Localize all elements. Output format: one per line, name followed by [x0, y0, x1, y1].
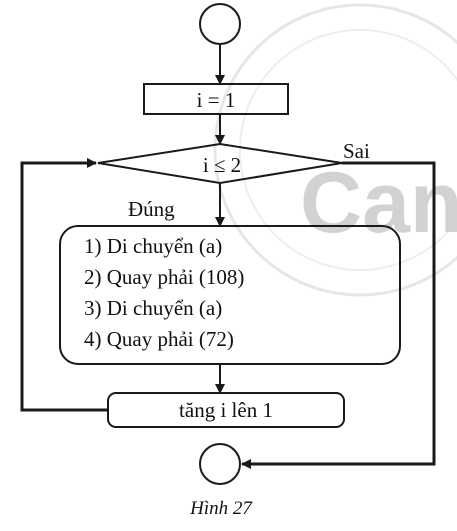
end-terminal	[199, 443, 241, 485]
no-label: Sai	[343, 139, 370, 163]
watermark-text: Canh	[300, 155, 457, 251]
init-box	[143, 83, 289, 115]
watermark-ring	[213, 3, 457, 297]
condition-label: i ≤ 2	[203, 153, 241, 177]
steps-box	[59, 225, 401, 365]
arrow-no-branch	[241, 161, 436, 469]
start-terminal	[199, 3, 241, 45]
step-3: 3) Di chuyển (a)	[84, 296, 222, 320]
step-4: 4) Quay phải (72)	[84, 327, 234, 351]
watermark: Canh	[213, 3, 457, 297]
increment-label: tăng i lên 1	[179, 398, 273, 422]
step-1: 1) Di chuyển (a)	[84, 234, 222, 258]
yes-label: Đúng	[128, 197, 175, 221]
arrow-loop-back	[20, 158, 108, 412]
step-2: 2) Quay phải (108)	[84, 265, 244, 289]
figure-caption: Hình 27	[189, 498, 253, 519]
watermark-ring-inner	[239, 29, 457, 271]
steps-list: 1) Di chuyển (a) 2) Quay phải (108) 3) D…	[84, 234, 244, 351]
init-label: i = 1	[197, 88, 236, 112]
